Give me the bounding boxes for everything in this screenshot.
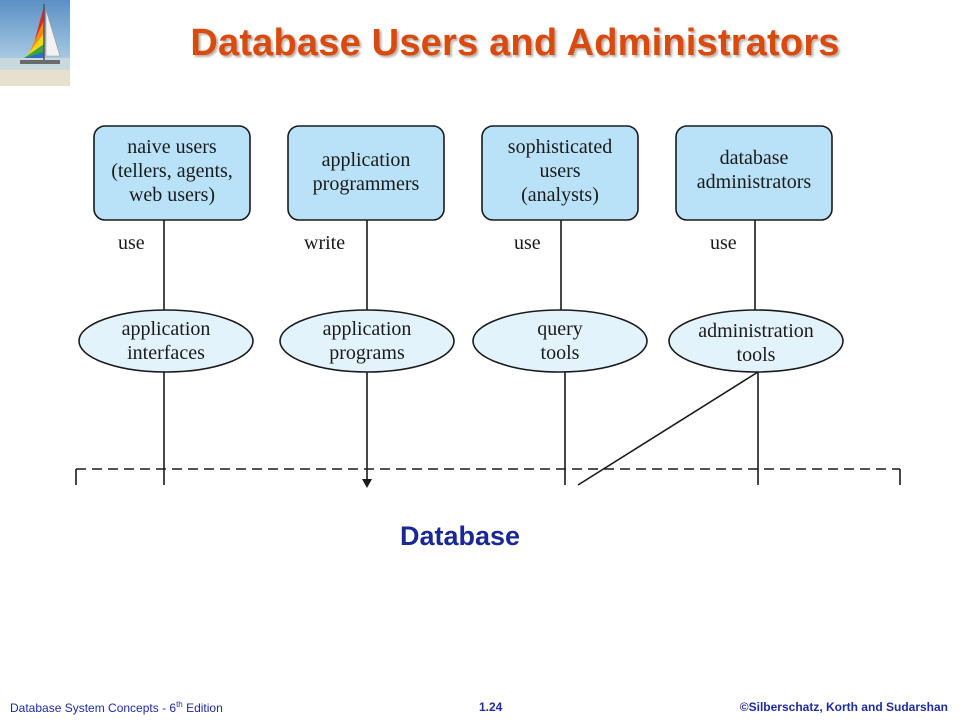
svg-text:web users): web users) [129,184,215,206]
user-box-sophisticated-users: sophisticated users (analysts) [481,125,639,221]
svg-text:programmers: programmers [313,173,420,195]
edge-label-use: use [514,232,541,254]
slide-title: Database Users and Administrators [190,22,840,64]
svg-text:database: database [720,147,789,169]
svg-text:tools: tools [737,344,776,366]
tool-application-interfaces: application interfaces [78,309,254,373]
footer-copyright: ©Silberschatz, Korth and Sudarshan [739,700,948,714]
svg-text:application: application [323,318,412,340]
user-box-database-administrators: database administrators [675,125,833,221]
user-box-application-programmers: application programmers [287,125,445,221]
svg-text:users: users [539,160,580,182]
svg-text:application: application [322,149,411,171]
database-boundary [75,468,901,485]
svg-text:application: application [122,318,211,340]
connector-line [577,371,759,486]
svg-text:query: query [537,318,583,340]
svg-text:programs: programs [329,342,405,364]
svg-text:(tellers, agents,: (tellers, agents, [111,160,233,182]
footer-book-title: Database System Concepts - 6th Edition [10,700,223,715]
edge-label-write: write [304,232,345,254]
database-label: Database [400,521,520,551]
sailboat-logo-icon [0,0,70,86]
svg-text:tools: tools [541,342,580,364]
tool-application-programs: application programs [279,309,455,373]
svg-text:interfaces: interfaces [127,342,205,364]
arrowhead-icon [362,479,372,488]
footer-page-number: 1.24 [479,700,503,714]
svg-text:naive users: naive users [127,136,217,158]
edge-label-use: use [118,232,145,254]
svg-text:administrators: administrators [697,171,812,193]
svg-text:administration: administration [698,320,814,342]
svg-text:(analysts): (analysts) [521,184,599,206]
edge-label-use: use [710,232,737,254]
slide-footer: Database System Concepts - 6th Edition 1… [0,700,960,716]
svg-text:sophisticated: sophisticated [508,136,612,158]
user-box-naive-users: naive users (tellers, agents, web users) [93,125,251,221]
tool-query-tools: query tools [472,309,648,373]
tool-administration-tools: administration tools [668,309,844,373]
